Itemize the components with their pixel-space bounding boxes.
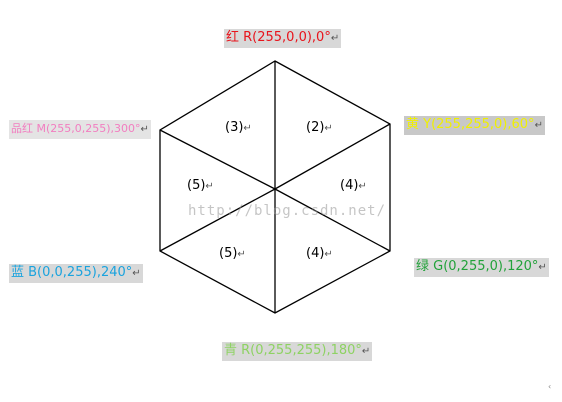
vertex-label-magenta-text: 品红 M(255,0,255),300°	[11, 122, 141, 135]
spoke-upper-right	[274, 123, 391, 190]
vertex-label-magenta: 品红 M(255,0,255),300°↵	[9, 120, 151, 139]
paragraph-mark: ↵	[361, 346, 371, 357]
region-label-text: (3)	[225, 120, 244, 135]
region-label: (5)↵	[187, 178, 214, 193]
region-label: (4)↵	[306, 246, 333, 261]
corner-mark: ‹	[548, 382, 552, 391]
region-label-text: (2)	[306, 120, 325, 135]
vertex-label-red: 红 R(255,0,0),0°↵	[224, 29, 342, 48]
paragraph-mark: ↵	[538, 262, 547, 273]
spoke-lower-right	[274, 188, 391, 252]
region-label: (3)↵	[225, 120, 252, 135]
paragraph-mark: ↵	[237, 249, 246, 260]
vertex-label-yellow: 黄 Y(255,255,0),60°↵	[404, 116, 545, 135]
spoke-lower-left	[159, 188, 276, 252]
spoke-upper-left	[159, 129, 276, 190]
vertex-label-blue-text: 蓝 B(0,0,255),240°	[11, 265, 133, 280]
region-label-text: (4)	[340, 178, 359, 193]
vertex-label-yellow-text: 黄 Y(255,255,0),60°	[406, 117, 535, 132]
paragraph-mark: ↵	[324, 123, 333, 134]
paragraph-mark: ↵	[243, 123, 252, 134]
vertex-label-red-text: 红 R(255,0,0),0°	[226, 30, 331, 45]
region-label: (2)↵	[306, 120, 333, 135]
vertex-label-green: 绿 G(0,255,0),120°↵	[414, 258, 549, 277]
region-label-text: (5)	[187, 178, 206, 193]
paragraph-mark: ↵	[534, 120, 543, 131]
region-label: (5)↵	[219, 246, 246, 261]
vertex-label-green-text: 绿 G(0,255,0),120°	[416, 259, 539, 274]
paragraph-mark: ↵	[205, 181, 214, 192]
paragraph-mark: ↵	[324, 249, 333, 260]
vertex-label-cyan: 青 R(0,255,255),180°↵	[222, 342, 373, 361]
region-label-text: (5)	[219, 246, 238, 261]
paragraph-mark: ↵	[358, 181, 367, 192]
region-label: (4)↵	[340, 178, 367, 193]
paragraph-mark: ↵	[330, 33, 340, 44]
vertex-label-blue: 蓝 B(0,0,255),240°↵	[9, 264, 143, 283]
vertex-label-cyan-text: 青 R(0,255,255),180°	[224, 343, 362, 358]
paragraph-mark: ↵	[132, 268, 141, 279]
region-label-text: (4)	[306, 246, 325, 261]
watermark: http://blog.csdn.net/	[188, 203, 387, 219]
paragraph-mark: ↵	[140, 124, 149, 135]
